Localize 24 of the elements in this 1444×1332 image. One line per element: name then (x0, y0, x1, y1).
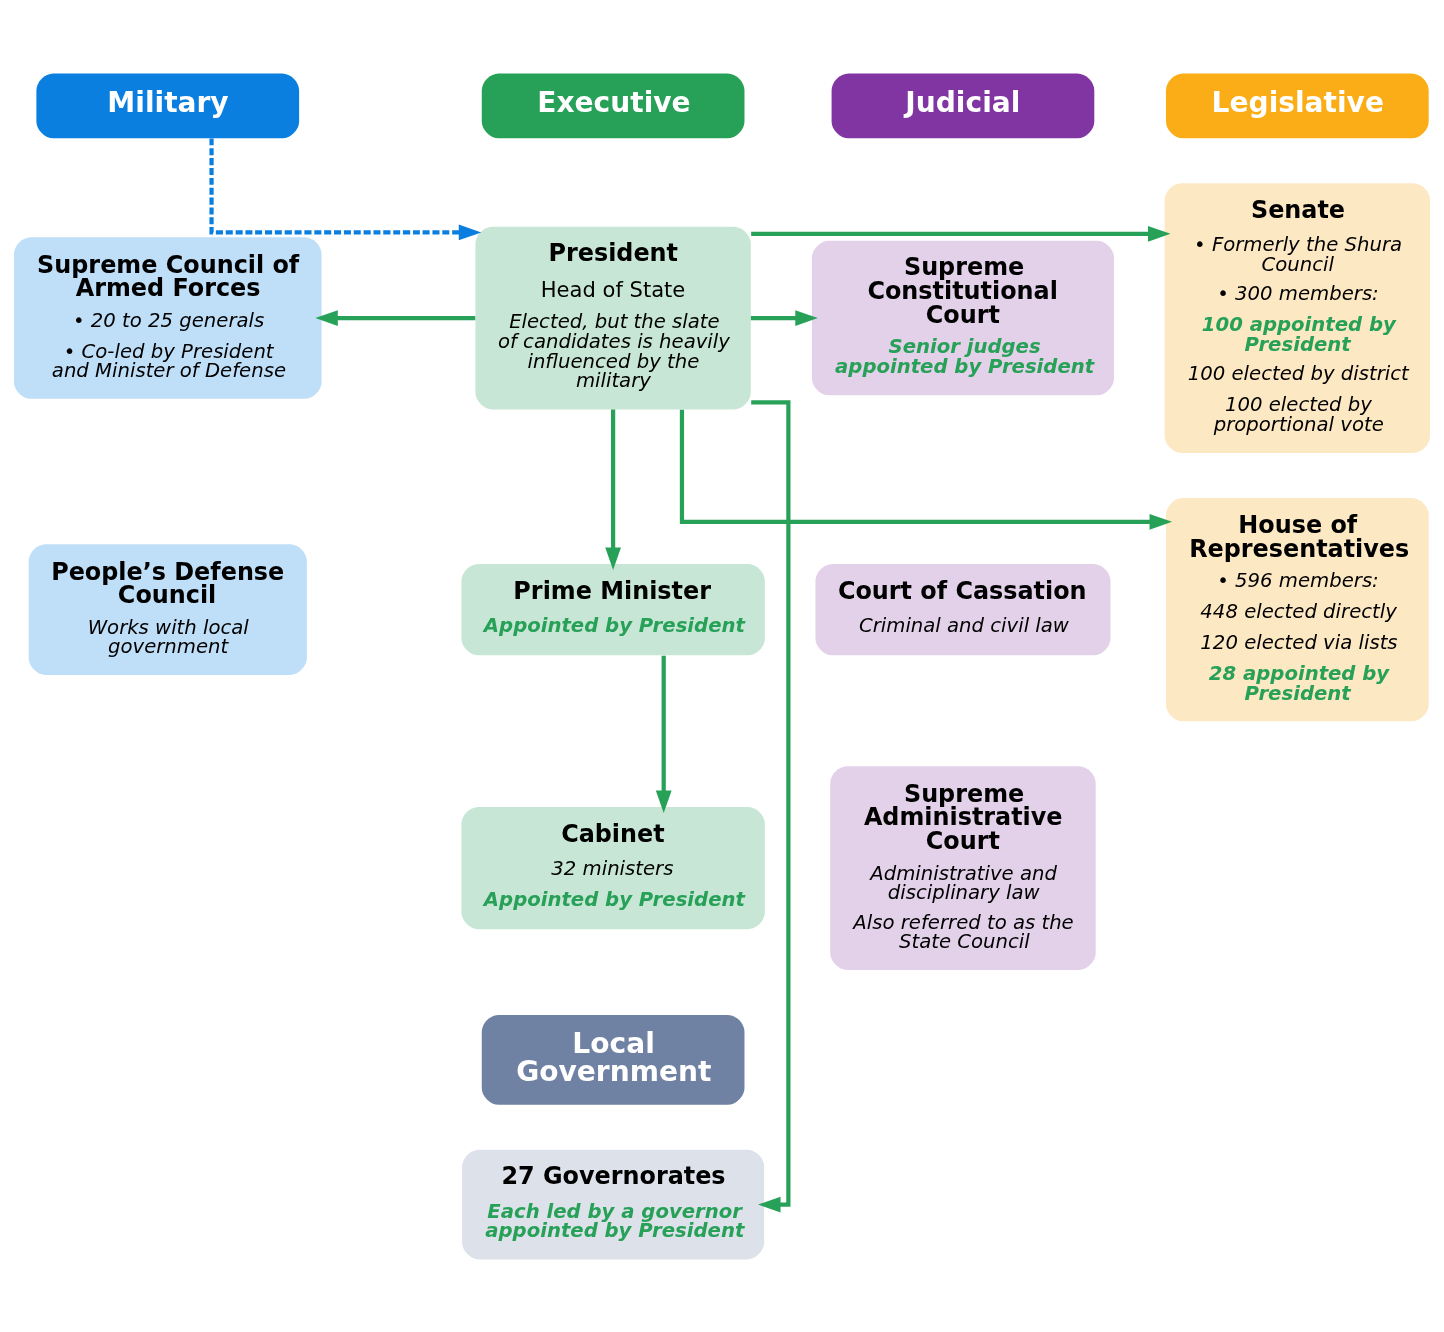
arrow (209, 138, 482, 240)
node-box: President Head of State Elected, but the slate of candidates is heavily influenced by the military (475, 226, 751, 409)
node-box: Judicial (831, 73, 1095, 138)
arrow (751, 399, 791, 1212)
node-box: Cabinet 32 ministers Appointed by President (461, 806, 765, 929)
node-box: 27 Governorates Each led by a governor appointed by President (462, 1149, 765, 1259)
node-box: Supreme Administrative Court Administrative and disciplinary law Also referred to as the State Council (830, 765, 1096, 970)
arrow (655, 655, 672, 813)
node-box: Military (36, 73, 300, 138)
node-box: Executive (481, 73, 745, 138)
node-box: Court of Cassation Criminal and civil law (815, 563, 1111, 655)
node-box: Legislative (1165, 73, 1429, 138)
arrow (605, 409, 621, 570)
node-box: Local Government (481, 1014, 745, 1105)
arrow (315, 309, 476, 326)
node-box: People’s Defense Council Works with local government (28, 543, 307, 675)
arrow (751, 225, 1171, 242)
arrow (679, 409, 1173, 530)
node-box: House of Representatives • 596 members: 448 elected directly 120 elected via lists 28 appointed by President (1165, 497, 1429, 721)
node-box: Supreme Council of Armed Forces • 20 to 25 generals • Co-led by President and Minister of Defense (13, 236, 322, 399)
node-box: Supreme Constitutional Court Senior judges appointed by President (811, 240, 1114, 395)
node-box: Senate • Formerly the Shura Council • 300 members: 100 appointed by President 100 elected by district 100 elected by proportional vote (1164, 182, 1431, 453)
node-box: Prime Minister Appointed by President (461, 563, 765, 655)
arrow (750, 309, 818, 326)
